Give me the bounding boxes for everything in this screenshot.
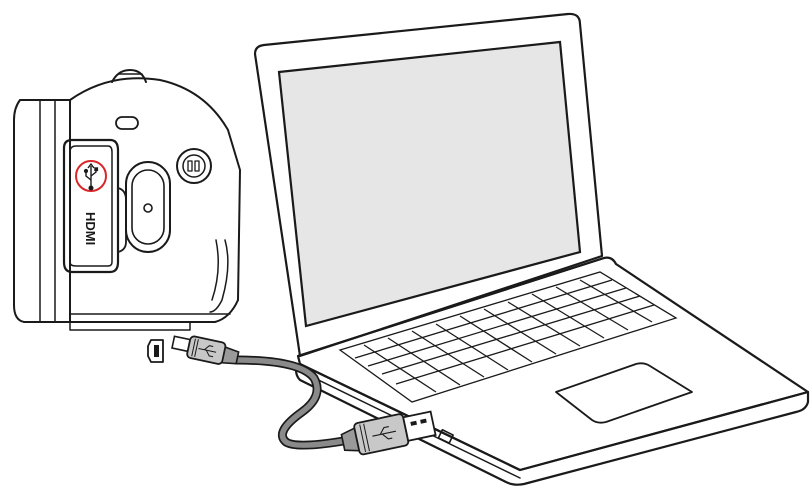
record-button [126,162,170,252]
laptop-screen [279,42,580,326]
mini-usb-connector [171,332,240,367]
mini-usb-socket-icon [148,340,163,362]
laptop-trackpad [556,363,692,422]
port-cover: HDMI [64,140,126,272]
usb-a-connector [340,408,437,458]
laptop [255,14,808,485]
hdmi-port-label: HDMI [83,212,98,245]
camcorder: HDMI [14,70,240,330]
mode-knob [177,149,211,183]
usb-icon [85,164,98,190]
